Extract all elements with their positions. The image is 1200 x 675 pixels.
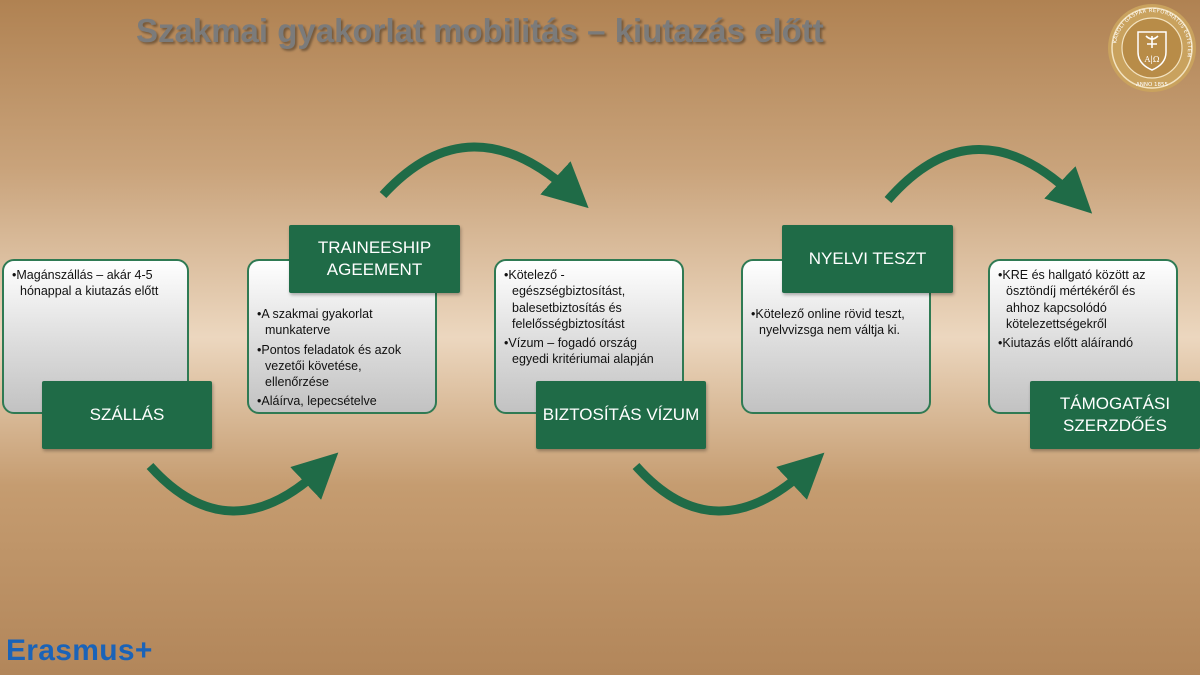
list-item: KRE és hallgató között az ösztöndíj mért…: [998, 267, 1168, 332]
arrow-1-2: [146, 452, 339, 516]
step-4-label: NYELVI TESZT: [782, 225, 953, 293]
step-1-list: Magánszállás – akár 4-5 hónappal a kiuta…: [12, 267, 179, 300]
arrow-3-4: [632, 452, 825, 516]
step-2-label: TRAINEESHIP AGEEMENT: [289, 225, 460, 293]
erasmus-plus-logo: Erasmus+: [6, 634, 153, 667]
slide-title: Szakmai gyakorlat mobilitás – kiutazás e…: [136, 12, 824, 49]
step-1-label: SZÁLLÁS: [42, 381, 212, 449]
step-5-card: KRE és hallgató között az ösztöndíj mért…: [988, 259, 1178, 414]
svg-text:ANNO 1855: ANNO 1855: [1136, 82, 1169, 88]
list-item: Kötelező online rövid teszt, nyelvvizsga…: [751, 306, 921, 339]
list-item: A szakmai gyakorlat munkaterve: [257, 306, 427, 339]
step-2-list: A szakmai gyakorlat munkaterve Pontos fe…: [257, 306, 427, 410]
list-item: Kiutazás előtt aláírandó: [998, 335, 1168, 351]
step-3-list: Kötelező - egészségbiztosítást, balesetb…: [504, 267, 674, 368]
step-3-label: BIZTOSÍTÁS VÍZUM: [536, 381, 706, 449]
arrow-2-3: [379, 142, 589, 209]
list-item: Pontos feladatok és azok vezetői követés…: [257, 342, 427, 391]
step-5-list: KRE és hallgató között az ösztöndíj mért…: [998, 267, 1168, 351]
step-4-list: Kötelező online rövid teszt, nyelvvizsga…: [751, 306, 921, 339]
university-seal-logo: A|Ω KÁROLI GÁSPÁR REFORMÁTUS EGYETEM ANN…: [1108, 4, 1196, 92]
list-item: Vízum – fogadó ország egyedi kritériumai…: [504, 335, 674, 368]
arrow-4-5: [884, 145, 1093, 214]
list-item: Magánszállás – akár 4-5 hónappal a kiuta…: [12, 267, 179, 300]
list-item: Kötelező - egészségbiztosítást, balesetb…: [504, 267, 674, 332]
svg-text:A|Ω: A|Ω: [1143, 55, 1159, 64]
list-item: Aláírva, lepecsételve: [257, 393, 427, 409]
step-5-label: TÁMOGATÁSI SZERZDŐÉS: [1030, 381, 1200, 449]
